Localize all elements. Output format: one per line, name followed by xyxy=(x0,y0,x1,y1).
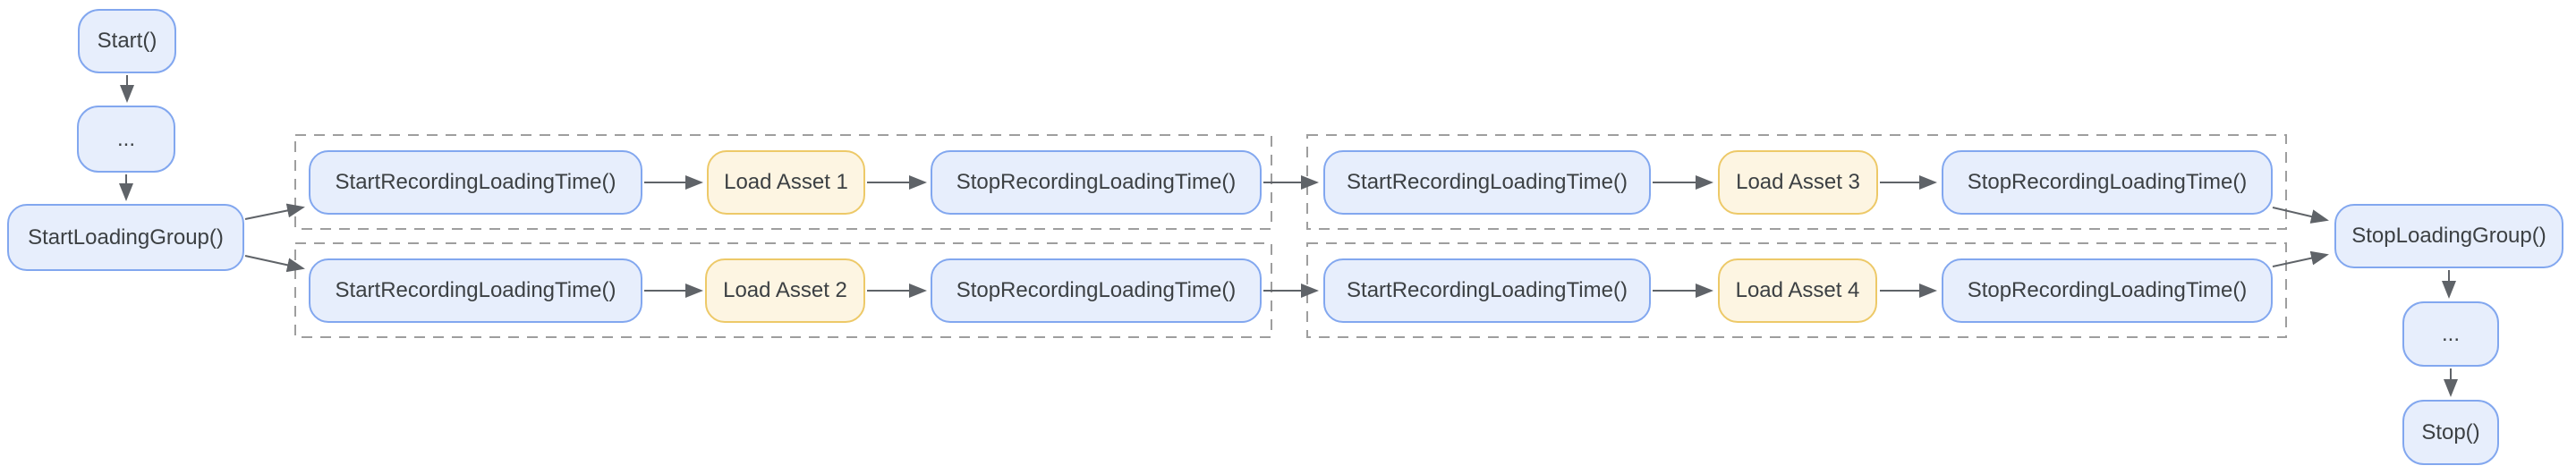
node-start-loading-group: StartLoadingGroup() xyxy=(7,204,244,271)
arrow-start-group-to-row-2 xyxy=(244,255,305,273)
node-start-recording-asset-4: StartRecordingLoadingTime() xyxy=(1323,258,1651,323)
node-load-asset-2: Load Asset 2 xyxy=(705,258,865,323)
node-ellipsis-top: ... xyxy=(77,106,175,173)
arrow-row-2-to-stop-group xyxy=(2272,250,2329,267)
node-stop-recording-asset-2: StopRecordingLoadingTime() xyxy=(931,258,1262,323)
node-stop-loading-group: StopLoadingGroup() xyxy=(2334,204,2563,268)
node-stop: Stop() xyxy=(2402,400,2499,465)
group-2-row-1-outline xyxy=(1306,134,2287,230)
node-start: Start() xyxy=(78,9,176,73)
node-start-recording-asset-2: StartRecordingLoadingTime() xyxy=(309,258,642,323)
arrow-start-group-to-row-1 xyxy=(244,203,305,220)
node-stop-recording-asset-1: StopRecordingLoadingTime() xyxy=(931,150,1262,215)
node-start-recording-asset-1: StartRecordingLoadingTime() xyxy=(309,150,642,215)
node-ellipsis-bottom: ... xyxy=(2402,301,2499,367)
node-start-recording-asset-3: StartRecordingLoadingTime() xyxy=(1323,150,1651,215)
node-stop-recording-asset-3: StopRecordingLoadingTime() xyxy=(1942,150,2273,215)
node-load-asset-4: Load Asset 4 xyxy=(1718,258,1877,323)
node-stop-recording-asset-4: StopRecordingLoadingTime() xyxy=(1942,258,2273,323)
node-load-asset-1: Load Asset 1 xyxy=(707,150,865,215)
group-2-row-2-outline xyxy=(1306,242,2287,338)
node-load-asset-3: Load Asset 3 xyxy=(1718,150,1878,215)
arrow-row-1-to-stop-group xyxy=(2272,207,2329,224)
